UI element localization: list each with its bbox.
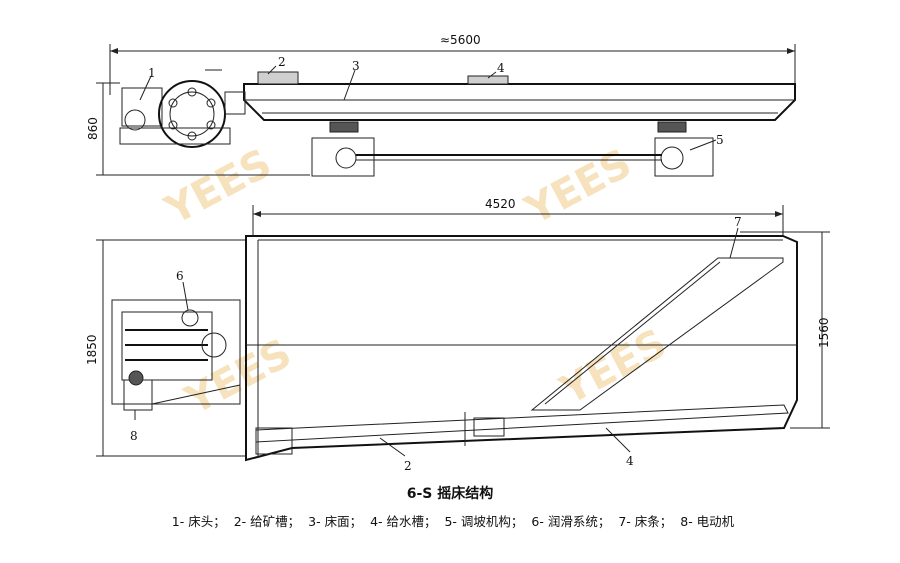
callout-5: 5 (716, 133, 724, 147)
legend-item: 6- 润滑系统； (531, 514, 611, 529)
support-left-head (329, 121, 359, 133)
feed-trough-end (255, 427, 293, 455)
callout-8: 8 (130, 429, 138, 443)
bolt (206, 120, 216, 130)
feed-trough-plan (255, 404, 789, 443)
feed-trough-side (257, 71, 299, 85)
bolt (206, 98, 216, 108)
figure-caption: 6-S 摇床结构 (406, 486, 494, 502)
leader-1 (139, 75, 152, 101)
legend-item: 8- 电动机 (680, 514, 735, 529)
arrow-right (787, 48, 795, 54)
water-trough-side (467, 75, 509, 85)
riffle-region (530, 257, 784, 411)
legend-item: 1- 床头； (171, 514, 226, 529)
leader-4b (605, 427, 631, 453)
head-base (119, 127, 231, 145)
support-right (654, 137, 714, 177)
support-left-wheel (335, 147, 357, 169)
watermark-4: YEES (552, 320, 674, 414)
bolt (187, 131, 197, 141)
water-trough-box (473, 417, 505, 437)
legend: 1- 床头； 2- 给矿槽； 3- 床面； 4- 给水槽； 5- 调坡机构； 6… (40, 511, 870, 530)
bolt (187, 87, 197, 97)
callout-2b: 2 (404, 459, 412, 473)
leader-2 (267, 65, 277, 75)
callout-4: 4 (497, 61, 505, 75)
motor-fan-plan (128, 370, 144, 386)
legend-item: 5- 调坡机构； (444, 514, 524, 529)
dim-overall-length: ≈5600 (440, 33, 481, 47)
motor-pulley (124, 109, 146, 131)
dim-height: 860 (86, 117, 100, 140)
legend-item: 4- 给水槽； (370, 514, 437, 529)
riffle-inner (544, 261, 721, 405)
legend-item: 7- 床条； (618, 514, 673, 529)
dim-bed-width: 1560 (817, 317, 831, 348)
motor-side (121, 87, 163, 127)
plan-view: 4520 1850 1560 (85, 197, 831, 473)
watermark-group: YEES YEES YEES YEES (157, 140, 674, 424)
arrow-left (110, 48, 118, 54)
legend-item: 2- 给矿槽； (233, 514, 301, 529)
legend-item: 3- 床面； (308, 514, 363, 529)
callout-6: 6 (176, 269, 184, 283)
leader-6 (182, 281, 189, 311)
leader-5 (689, 139, 717, 151)
leader-4 (487, 71, 497, 79)
support-left (311, 137, 375, 177)
support-right-head (657, 121, 687, 133)
arrow-bed-right (775, 211, 783, 217)
watermark-1: YEES (157, 140, 279, 234)
callout-1: 1 (148, 66, 156, 80)
leader-3 (343, 69, 356, 101)
deck-side (243, 83, 796, 121)
head-flywheel (158, 80, 226, 148)
head-flywheel-inner (169, 91, 215, 137)
dim-bed-length: 4520 (485, 197, 516, 211)
callout-2: 2 (278, 55, 286, 69)
connecting-rod (224, 91, 246, 115)
bolt (168, 120, 178, 130)
callout-4b: 4 (626, 454, 634, 468)
side-view: ≈5600 860 (86, 33, 796, 177)
callout-3: 3 (352, 59, 360, 73)
gearbox-plan (121, 311, 213, 381)
lubricator-plan (181, 309, 199, 327)
arrow-bed-left (253, 211, 261, 217)
deck-plan (245, 235, 798, 462)
dim-width: 1850 (85, 334, 99, 365)
coupling-plan (201, 332, 227, 358)
leader-7 (729, 227, 739, 259)
tilt-wheel (660, 146, 684, 170)
base-brace (151, 384, 241, 405)
bolt (168, 98, 178, 108)
callout-7: 7 (734, 215, 742, 229)
leader-2b (379, 437, 406, 457)
